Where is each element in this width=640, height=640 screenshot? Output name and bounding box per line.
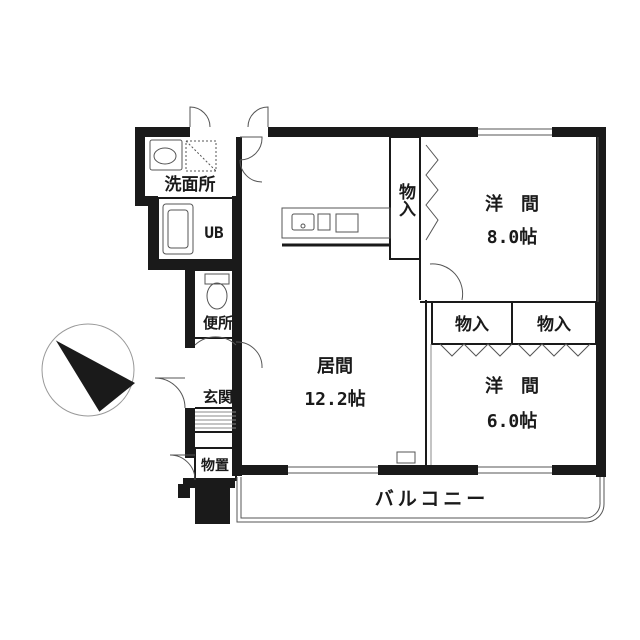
small-unit-box [396,451,416,464]
closet-folding-doors [425,144,591,357]
closet-c-label: 物入 [537,314,571,335]
living-room-name: 居間 [317,356,353,377]
bathtub-icon [162,203,194,255]
sink-icon [149,139,217,172]
western-room-2-name: 洋 間 [485,375,539,397]
balcony-label: バルコニー [375,488,490,510]
doors [154,106,464,481]
unit-bath-label: UB [204,223,224,242]
storage-label: 物置 [201,457,229,474]
living-room-size: 12.2帖 [304,388,365,410]
western-room-1-size: 8.0帖 [487,226,538,248]
outer-walls [135,127,606,524]
western-room-2-size: 6.0帖 [487,410,538,432]
closet-a-label: 物入 [395,182,416,217]
closet-b-label: 物入 [455,314,489,335]
entrance-label: 玄関 [203,388,233,406]
toilet-icon [204,273,230,310]
interior-walls [145,136,598,481]
compass-north-icon [41,323,135,417]
washroom-label: 洗面所 [165,174,216,195]
kitchen-counter-icon [281,207,391,247]
entrance-steps [195,411,236,429]
windows [288,128,599,474]
toilet-label: 便所 [203,314,233,332]
western-room-1-name: 洋 間 [485,193,539,215]
balcony [236,477,605,523]
